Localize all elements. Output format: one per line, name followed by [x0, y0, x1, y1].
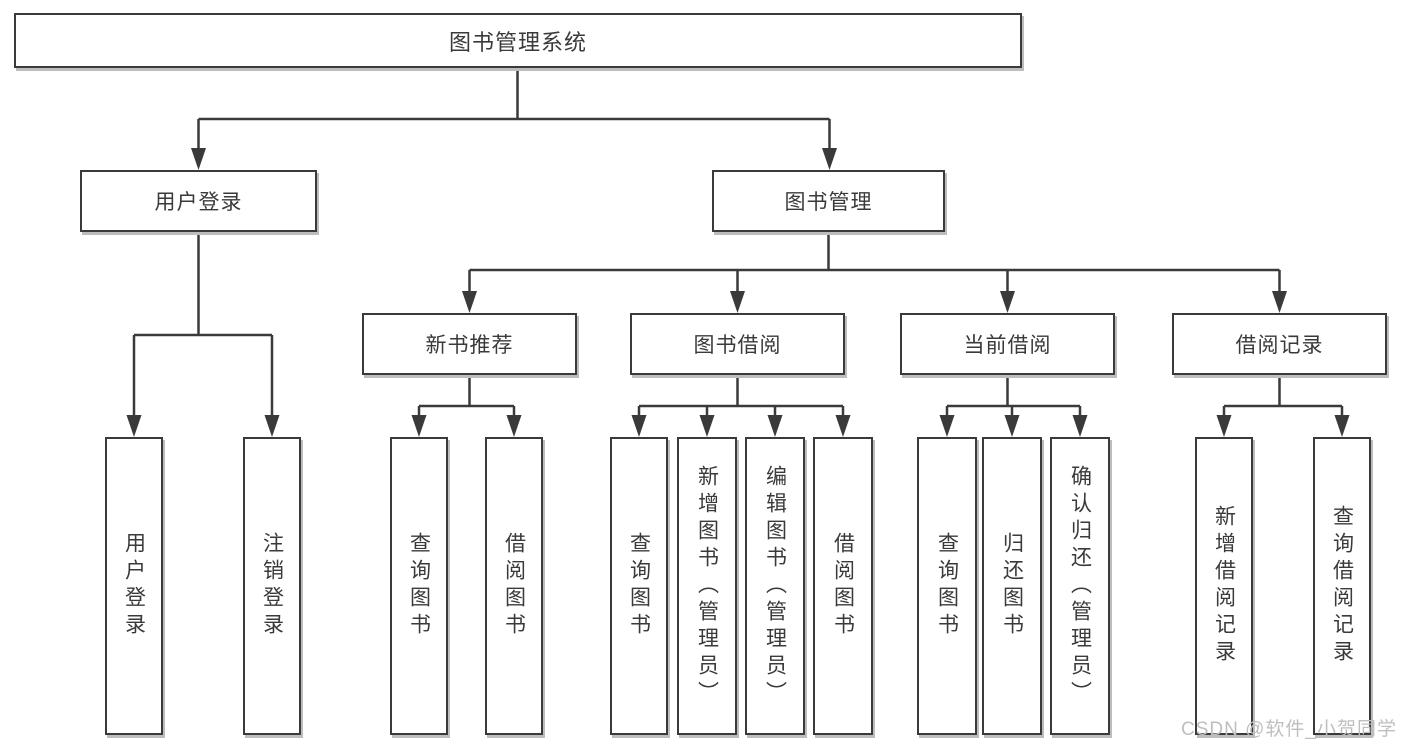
leaf-borrow-books: 借阅图书	[813, 437, 873, 735]
node-book-borrow: 图书借阅	[630, 313, 845, 375]
leaf-query-borrow-record: 查询借阅记录	[1313, 437, 1371, 735]
leaf-user-login: 用户登录	[105, 437, 163, 735]
node-current-borrow-label: 当前借阅	[963, 334, 1052, 357]
leaf-query-books-current-label: 查询图书	[935, 532, 959, 640]
leaf-query-books-borrow: 查询图书	[610, 437, 668, 735]
leaf-query-books-current: 查询图书	[917, 437, 977, 735]
node-root: 图书管理系统	[14, 13, 1022, 68]
leaf-borrow-books-recommend-label: 借阅图书	[502, 532, 526, 640]
leaf-logout: 注销登录	[243, 437, 301, 735]
node-current-borrow: 当前借阅	[900, 313, 1115, 375]
leaf-query-books-recommend-label: 查询图书	[407, 532, 431, 640]
node-new-book-recommend-label: 新书推荐	[425, 334, 514, 357]
leaf-query-books-recommend: 查询图书	[390, 437, 448, 735]
leaf-confirm-return-admin-label: 确认归还（管理员）	[1068, 464, 1092, 708]
leaf-borrow-books-label: 借阅图书	[831, 532, 855, 640]
leaf-return-book-label: 归还图书	[1000, 532, 1024, 640]
node-borrow-records: 借阅记录	[1172, 313, 1387, 375]
leaf-add-book-admin: 新增图书（管理员）	[677, 437, 737, 735]
leaf-query-borrow-record-label: 查询借阅记录	[1330, 505, 1354, 667]
node-book-management: 图书管理	[712, 170, 945, 232]
leaf-user-login-label: 用户登录	[122, 532, 146, 640]
csdn-watermark: CSDN @软件_小贺同学	[1181, 719, 1397, 740]
node-new-book-recommend: 新书推荐	[362, 313, 577, 375]
node-book-management-label: 图书管理	[784, 191, 873, 214]
leaf-add-book-admin-label: 新增图书（管理员）	[695, 464, 719, 708]
leaf-edit-book-admin: 编辑图书（管理员）	[745, 437, 805, 735]
node-root-label: 图书管理系统	[448, 29, 587, 55]
leaf-add-borrow-record: 新增借阅记录	[1195, 437, 1253, 735]
arrowheads	[126, 148, 1350, 437]
leaf-add-borrow-record-label: 新增借阅记录	[1212, 505, 1236, 667]
leaf-query-books-borrow-label: 查询图书	[627, 532, 651, 640]
leaf-logout-label: 注销登录	[260, 532, 284, 640]
node-user-login: 用户登录	[80, 170, 317, 232]
leaf-edit-book-admin-label: 编辑图书（管理员）	[763, 464, 787, 708]
leaf-return-book: 归还图书	[982, 437, 1042, 735]
node-book-borrow-label: 图书借阅	[693, 334, 782, 357]
node-user-login-label: 用户登录	[154, 191, 243, 214]
node-borrow-records-label: 借阅记录	[1235, 334, 1324, 357]
leaf-confirm-return-admin: 确认归还（管理员）	[1050, 437, 1110, 735]
leaf-borrow-books-recommend: 借阅图书	[485, 437, 543, 735]
